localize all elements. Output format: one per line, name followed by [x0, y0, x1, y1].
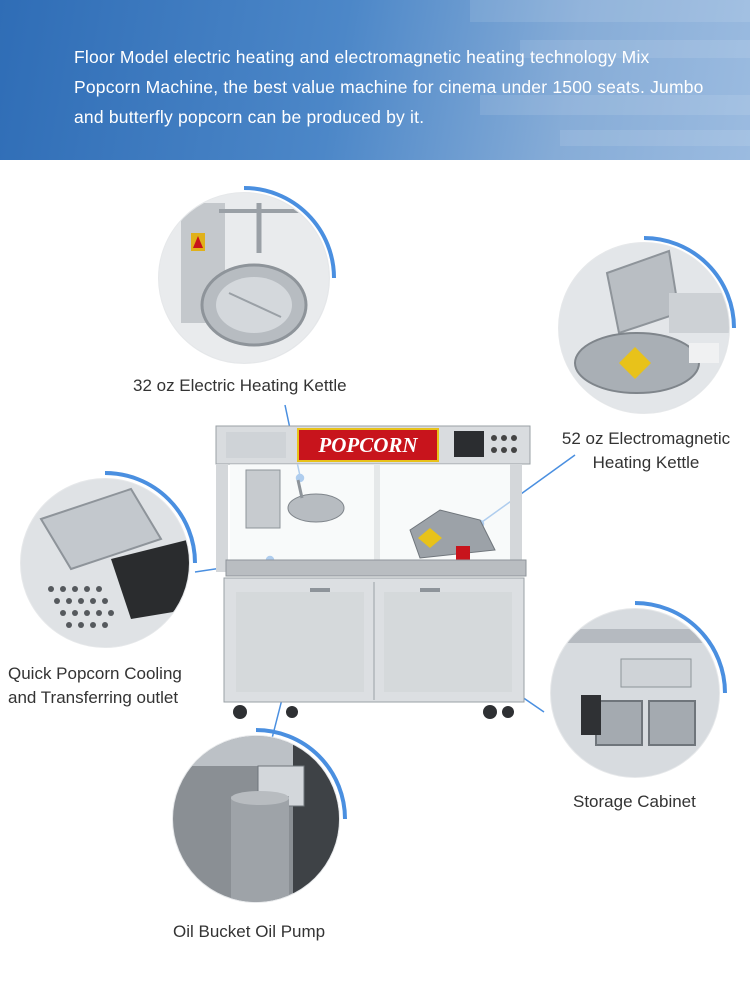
popcorn-machine: POPCORN [215, 425, 531, 719]
kettle-illustration [559, 243, 729, 413]
popcorn-sign-text: POPCORN [317, 433, 418, 457]
oil-pump-illustration [173, 736, 339, 902]
banner-decor [560, 130, 750, 146]
header-banner: Floor Model electric heating and electro… [0, 0, 750, 160]
detail-photo-electromagnetic-kettle [558, 242, 730, 414]
outlet-illustration [21, 479, 189, 647]
detail-photo-oil-pump [172, 735, 340, 903]
banner-decor [470, 0, 750, 22]
label-oil-pump: Oil Bucket Oil Pump [173, 922, 326, 941]
detail-photo-electric-kettle [158, 192, 330, 364]
banner-description: Floor Model electric heating and electro… [74, 47, 704, 127]
control-screen [454, 431, 484, 457]
banner-decor [520, 40, 750, 58]
detail-photo-storage-cabinet [550, 608, 720, 778]
popcorn-sign [297, 428, 439, 462]
label-electric-kettle: 32 oz Electric Heating Kettle [133, 376, 347, 395]
cabinet-illustration [551, 609, 719, 777]
label-storage-cabinet: Storage Cabinet [573, 792, 696, 811]
label-electromagnetic-kettle: 52 oz Electromagnetic Heating Kettle [561, 429, 731, 472]
banner-decor [480, 95, 750, 115]
detail-photo-cooling-outlet [20, 478, 190, 648]
kettle-illustration [159, 193, 329, 363]
label-cooling-outlet: Quick Popcorn Cooling and Transferring o… [8, 664, 182, 707]
